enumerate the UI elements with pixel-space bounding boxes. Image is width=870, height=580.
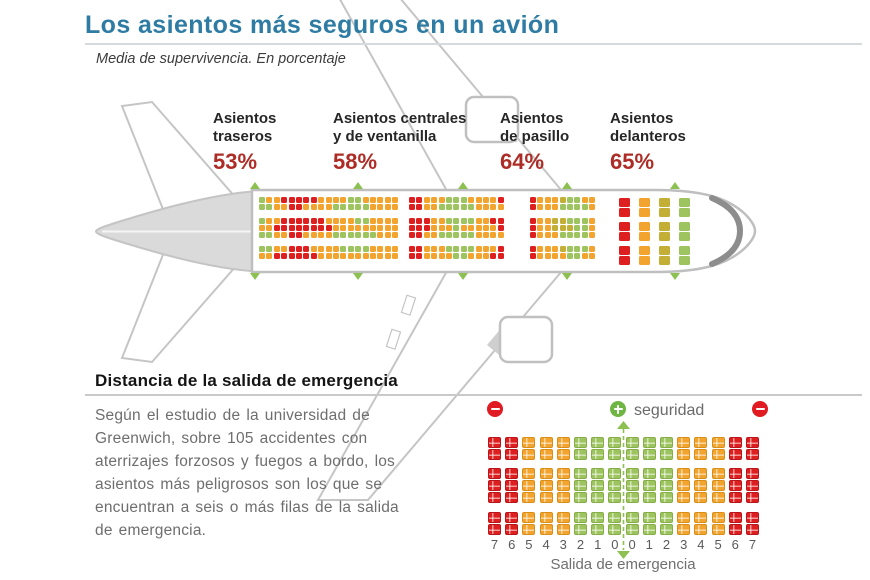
exit-arrow-icon — [353, 182, 363, 189]
section-heading: Distancia de la salida de emergencia — [95, 371, 398, 390]
callout-percentage: 58% — [333, 149, 378, 174]
exit-arrow-icon — [670, 182, 680, 189]
exit-arrow-icon — [562, 273, 572, 280]
exit-arrow-icon — [353, 273, 363, 280]
callout-label: Asientos centrales y de ventanilla — [333, 110, 467, 145]
engine-top — [464, 95, 520, 144]
title-divider — [85, 43, 862, 45]
exit-arrow-icon — [250, 273, 260, 280]
callout-front-seats: Asientos delanteros 65% — [610, 110, 686, 175]
page-title: Los asientos más seguros en un avión — [85, 11, 560, 39]
callout-percentage: 65% — [610, 149, 655, 174]
callout-rear-seats: Asientos traseros 53% — [213, 110, 276, 175]
callout-aisle-seats: Asientos de pasillo 64% — [500, 110, 569, 175]
section-body: Según el estudio de la universidad de Gr… — [95, 407, 399, 539]
exit-arrow-icon — [458, 273, 468, 280]
callout-label: Asientos traseros — [213, 110, 277, 145]
cockpit-windshield — [709, 195, 744, 267]
exit-arrow-icon — [562, 182, 572, 189]
callout-percentage: 64% — [500, 149, 545, 174]
exit-arrow-icons — [250, 182, 680, 280]
section-divider — [85, 394, 862, 396]
fuselage — [250, 188, 757, 274]
exit-arrow-icon — [250, 182, 260, 189]
callout-label: Asientos delanteros — [610, 110, 686, 145]
safety-label: seguridad — [634, 402, 705, 419]
exit-arrow-icon — [458, 182, 468, 189]
flap-fairing — [385, 328, 402, 350]
minus-icon — [487, 401, 503, 417]
minus-icon — [752, 401, 768, 417]
page-subtitle: Media de supervivencia. En porcentaje — [96, 51, 346, 67]
exit-dashed-line — [617, 421, 630, 559]
callout-label: Asientos de pasillo — [500, 110, 570, 145]
exit-arrow-icon — [670, 273, 680, 280]
flap-fairing — [400, 294, 417, 316]
emergency-exit-label: Salida de emergencia — [550, 556, 696, 573]
engine-bottom — [498, 315, 554, 364]
callout-percentage: 53% — [213, 149, 258, 174]
plus-icon — [610, 401, 626, 417]
callout-center-window-seats: Asientos centrales y de ventanilla 58% — [333, 110, 466, 175]
